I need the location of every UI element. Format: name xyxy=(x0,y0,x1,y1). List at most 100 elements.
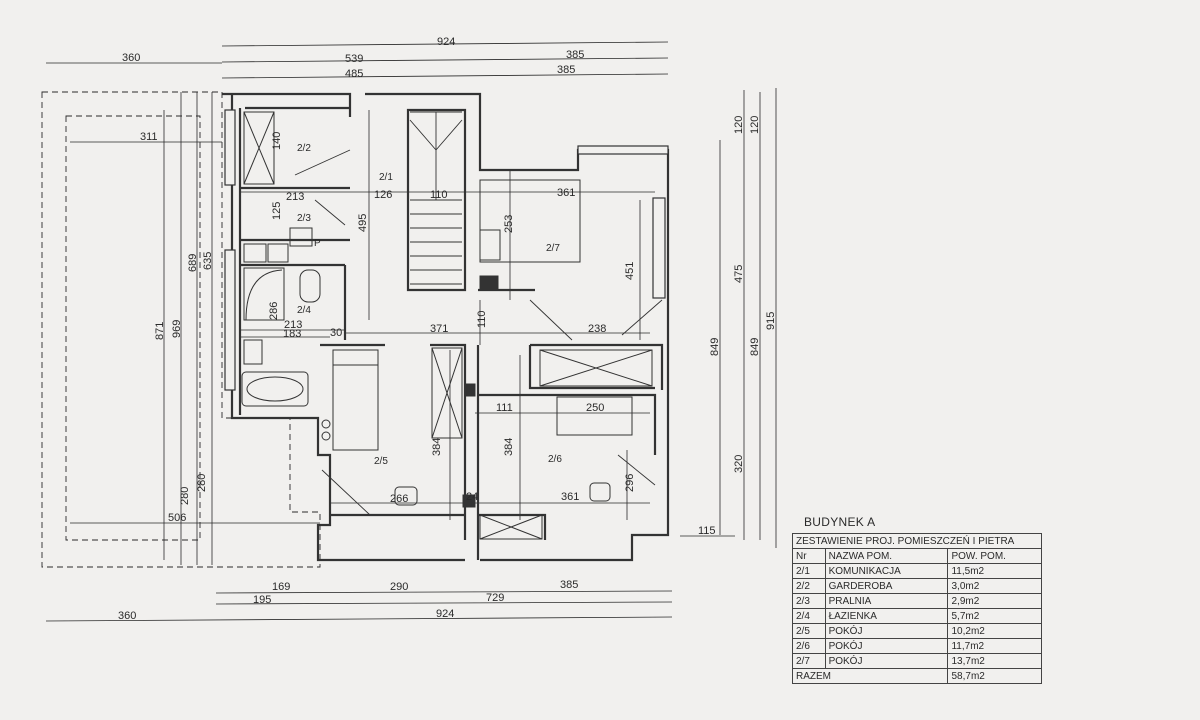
header-area: POW. POM. xyxy=(947,548,1042,564)
dim-inner-495: 495 xyxy=(357,214,369,232)
header-nr: Nr xyxy=(792,548,826,564)
table-row: 2/3 PRALNIA 2,9m2 xyxy=(792,593,1042,609)
schedule-total-row: RAZEM 58,7m2 xyxy=(791,668,1042,684)
dim-inner-451: 451 xyxy=(624,262,636,280)
dim-right-849a: 849 xyxy=(709,338,721,356)
schedule-subtitle: ZESTAWIENIE PROJ. POMIESZCZEŃ I PIETRA xyxy=(792,533,1042,549)
dim-inner-140: 140 xyxy=(271,132,283,150)
room-label-2-1: 2/1 xyxy=(379,172,393,183)
dim-bottom-290: 290 xyxy=(390,581,408,593)
row-area: 10,2m2 xyxy=(947,623,1042,639)
walls xyxy=(222,92,670,562)
row-area: 13,7m2 xyxy=(947,653,1042,669)
dim-top-360: 360 xyxy=(122,52,140,64)
table-row: 2/4 ŁAZIENKA 5,7m2 xyxy=(792,608,1042,624)
dim-inner-125: 125 xyxy=(271,202,283,220)
dim-inner-250: 250 xyxy=(586,402,604,414)
dim-bottom-924: 924 xyxy=(436,608,454,620)
row-area: 2,9m2 xyxy=(947,593,1042,609)
dim-inner-183: 183 xyxy=(283,328,301,340)
row-name: PRALNIA xyxy=(824,593,949,609)
row-name: KOMUNIKACJA xyxy=(824,563,949,579)
dim-inner-30: 30 xyxy=(330,327,342,339)
fixtures xyxy=(241,111,653,540)
dim-inner-126: 126 xyxy=(374,189,392,201)
dim-inner-213b: 213 xyxy=(284,319,302,331)
table-row: 2/2 GARDEROBA 3,0m2 xyxy=(792,578,1042,594)
dim-top-485: 485 xyxy=(345,68,363,80)
room-labels: 2/2 2/1 2/3 2/4 2/7 2/5 2/6 P xyxy=(297,143,562,467)
row-nr: 2/1 xyxy=(792,563,826,579)
dim-inner-384b: 384 xyxy=(503,438,515,456)
dim-inner-311: 311 xyxy=(140,131,158,143)
row-nr: 2/5 xyxy=(792,623,826,639)
dim-left-871: 871 xyxy=(154,322,166,340)
dim-left-635: 635 xyxy=(202,252,214,270)
room-label-2-6: 2/6 xyxy=(548,454,562,465)
row-name: POKÓJ xyxy=(824,623,949,639)
room-schedule: BUDYNEK A ZESTAWIENIE PROJ. POMIESZCZEŃ … xyxy=(791,515,1042,684)
dim-right-475: 475 xyxy=(733,265,745,283)
schedule-title: BUDYNEK A xyxy=(804,515,876,529)
dim-left-689: 689 xyxy=(187,254,199,272)
header-name: NAZWA POM. xyxy=(824,548,949,564)
table-row: 2/7 POKÓJ 13,7m2 xyxy=(792,653,1042,669)
dim-inner-111: 111 xyxy=(496,402,513,414)
row-name: POKÓJ xyxy=(824,653,949,669)
dim-inner-361b: 361 xyxy=(561,491,579,503)
dim-inner-286: 286 xyxy=(268,302,280,320)
room-schedule-table: ZESTAWIENIE PROJ. POMIESZCZEŃ I PIETRA N… xyxy=(791,533,1042,684)
dim-inner-384a: 384 xyxy=(431,438,443,456)
schedule-subtitle-row: ZESTAWIENIE PROJ. POMIESZCZEŃ I PIETRA xyxy=(792,533,1042,549)
dim-inner-253: 253 xyxy=(503,215,515,233)
table-row: 2/5 POKÓJ 10,2m2 xyxy=(792,623,1042,639)
dim-inner-371: 371 xyxy=(430,323,448,335)
dim-right-115: 115 xyxy=(698,525,716,537)
row-nr: 2/4 xyxy=(792,608,826,624)
staircase xyxy=(409,111,463,285)
row-nr: 2/3 xyxy=(792,593,826,609)
row-name: GARDEROBA xyxy=(824,578,949,594)
dim-left-280a: 280 xyxy=(179,487,191,505)
windows xyxy=(224,109,669,391)
row-area: 3,0m2 xyxy=(947,578,1042,594)
row-nr: 2/6 xyxy=(792,638,826,654)
row-nr: 2/2 xyxy=(792,578,826,594)
dim-right-849b: 849 xyxy=(749,338,761,356)
fixture-label-p: P xyxy=(314,238,321,249)
total-area: 58,7m2 xyxy=(947,668,1042,684)
dim-right-120b: 120 xyxy=(749,116,761,134)
dim-bottom-360: 360 xyxy=(118,610,136,622)
dim-left-969: 969 xyxy=(171,320,183,338)
dim-right-120a: 120 xyxy=(733,116,745,134)
dim-bottom-385: 385 xyxy=(560,579,578,591)
room-label-2-4: 2/4 xyxy=(297,305,311,316)
dim-top-924: 924 xyxy=(437,36,455,48)
door-swings xyxy=(294,149,663,516)
room-label-2-2: 2/2 xyxy=(297,143,311,154)
dimension-lines xyxy=(45,41,777,622)
room-label-2-5: 2/5 xyxy=(374,456,388,467)
dim-bottom-195: 195 xyxy=(253,594,271,606)
row-name: ŁAZIENKA xyxy=(824,608,949,624)
dimension-labels: 924 360 539 385 485 385 169 290 385 195 … xyxy=(118,36,777,622)
dim-inner-213a: 213 xyxy=(286,191,304,203)
room-label-2-3: 2/3 xyxy=(297,213,311,224)
table-row: 2/6 POKÓJ 11,7m2 xyxy=(792,638,1042,654)
row-name: POKÓJ xyxy=(824,638,949,654)
dim-inner-361a: 361 xyxy=(557,187,575,199)
dim-inner-24: 24 xyxy=(466,491,478,503)
dim-right-915: 915 xyxy=(765,312,777,330)
row-area: 11,5m2 xyxy=(947,563,1042,579)
dim-top-385b: 385 xyxy=(557,64,575,76)
dim-inner-266: 266 xyxy=(390,493,408,505)
dim-left-280b: 280 xyxy=(196,474,208,492)
dim-inner-238: 238 xyxy=(588,323,606,335)
table-row: 2/1 KOMUNIKACJA 11,5m2 xyxy=(792,563,1042,579)
schedule-header-row: Nr NAZWA POM. POW. POM. xyxy=(792,548,1042,564)
dim-inner-110a: 110 xyxy=(430,189,448,201)
dim-inner-506: 506 xyxy=(168,512,186,524)
dim-bottom-729: 729 xyxy=(486,592,504,604)
